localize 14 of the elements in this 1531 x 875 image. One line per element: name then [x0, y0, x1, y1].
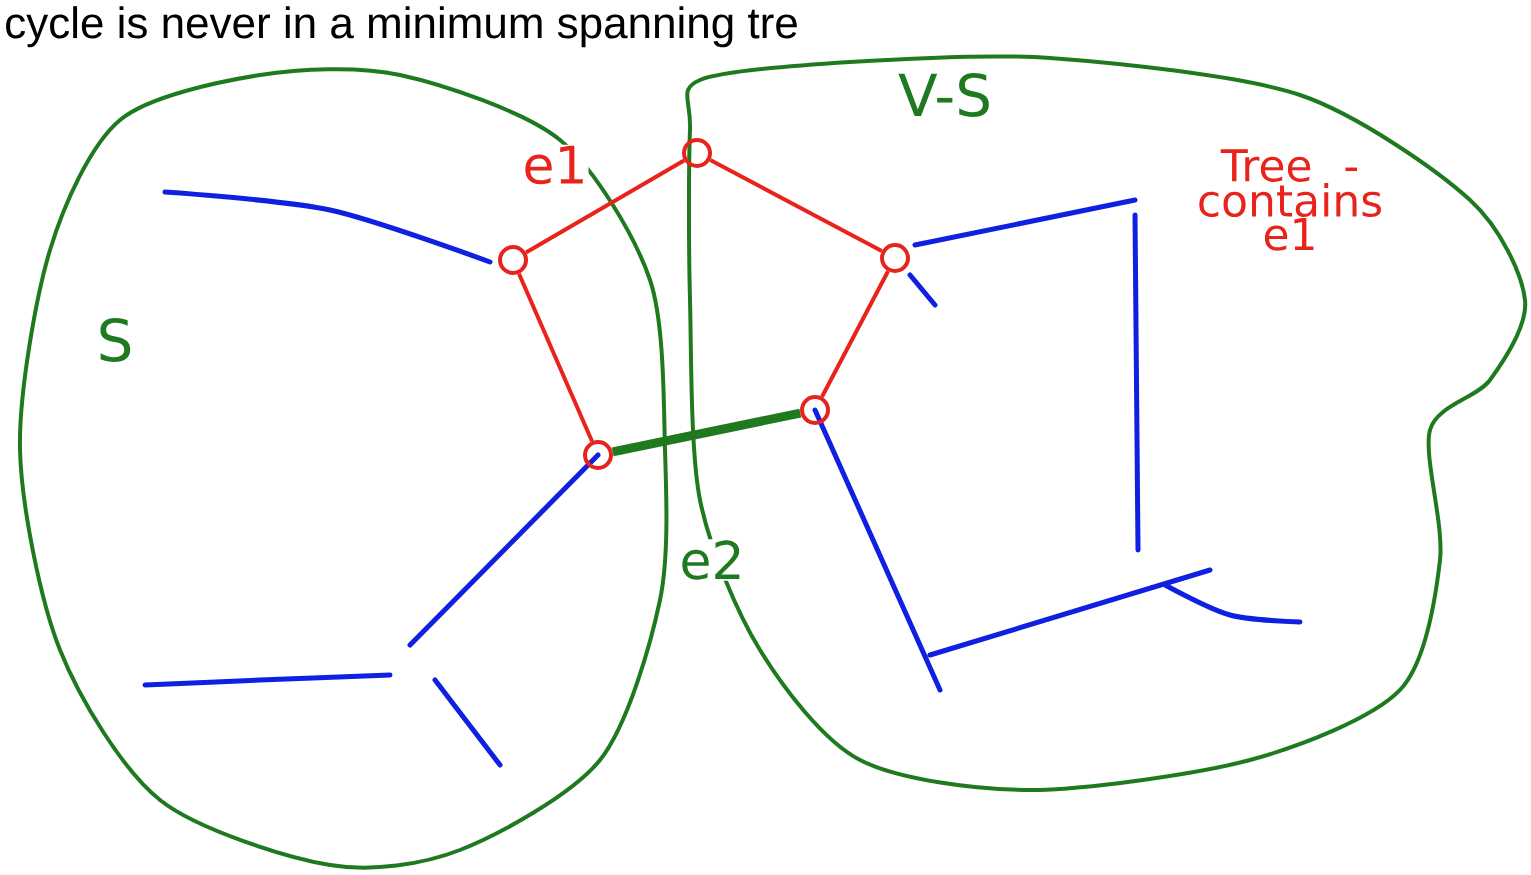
cycle-edge: [820, 270, 890, 398]
cycle-edge: [611, 408, 802, 457]
annotation-text: Tree - contains e1: [1199, 149, 1381, 251]
edge-label: e1: [521, 144, 589, 186]
vertex-circle: [682, 138, 712, 168]
heading-text: cycle is never in a minimum spanning tre: [6, 6, 797, 48]
vertex-circle: [800, 395, 830, 425]
vertex-circle: [498, 245, 528, 275]
cycle-edge: [517, 272, 594, 443]
cycle-edge: [524, 158, 686, 255]
cycle-edge: [709, 158, 883, 253]
edge-label: e2: [678, 539, 746, 581]
vertex-circle: [583, 440, 613, 470]
vertex-circle: [880, 243, 910, 273]
